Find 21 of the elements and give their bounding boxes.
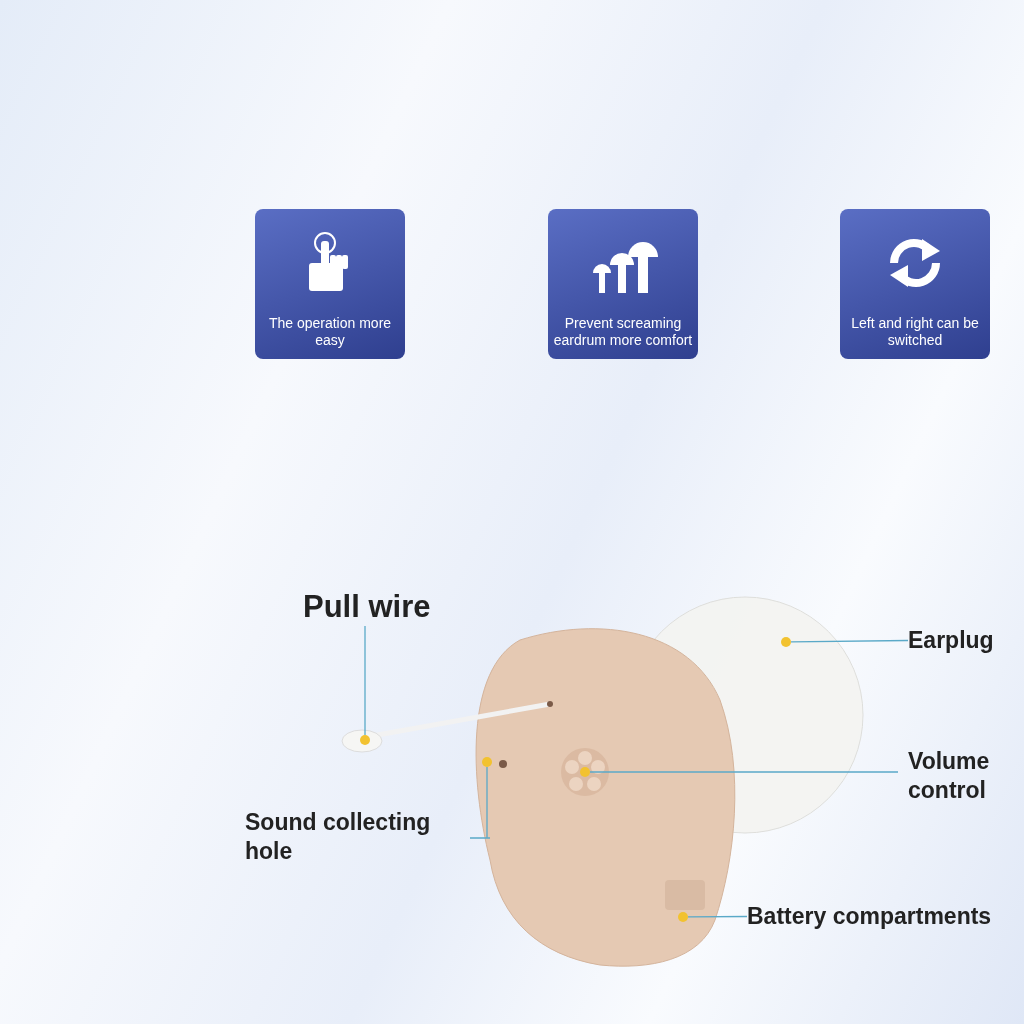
callout-dot (482, 757, 492, 767)
callout-dot (360, 735, 370, 745)
feature-caption: The operation more easy (267, 315, 393, 349)
feature-caption: Prevent screaming eardrum more comfort (552, 315, 694, 349)
part-label: Volume control (908, 747, 1018, 805)
part-label: Sound collecting hole (245, 808, 470, 866)
leader-line (687, 915, 748, 918)
callout-dot (781, 637, 791, 647)
part-label: Battery compartments (747, 902, 1022, 931)
leader-line (469, 766, 491, 839)
leader-line (790, 639, 909, 643)
callout-dot (678, 912, 688, 922)
feature-caption: Left and right can be switched (850, 315, 980, 349)
leader-line (364, 625, 366, 736)
feature-tile (255, 209, 405, 359)
feature-tile (548, 209, 698, 359)
part-label: Pull wire (303, 588, 453, 626)
leader-line (589, 771, 899, 773)
callout-dot (580, 767, 590, 777)
feature-tile (840, 209, 990, 359)
part-label: Earplug (908, 626, 1018, 655)
